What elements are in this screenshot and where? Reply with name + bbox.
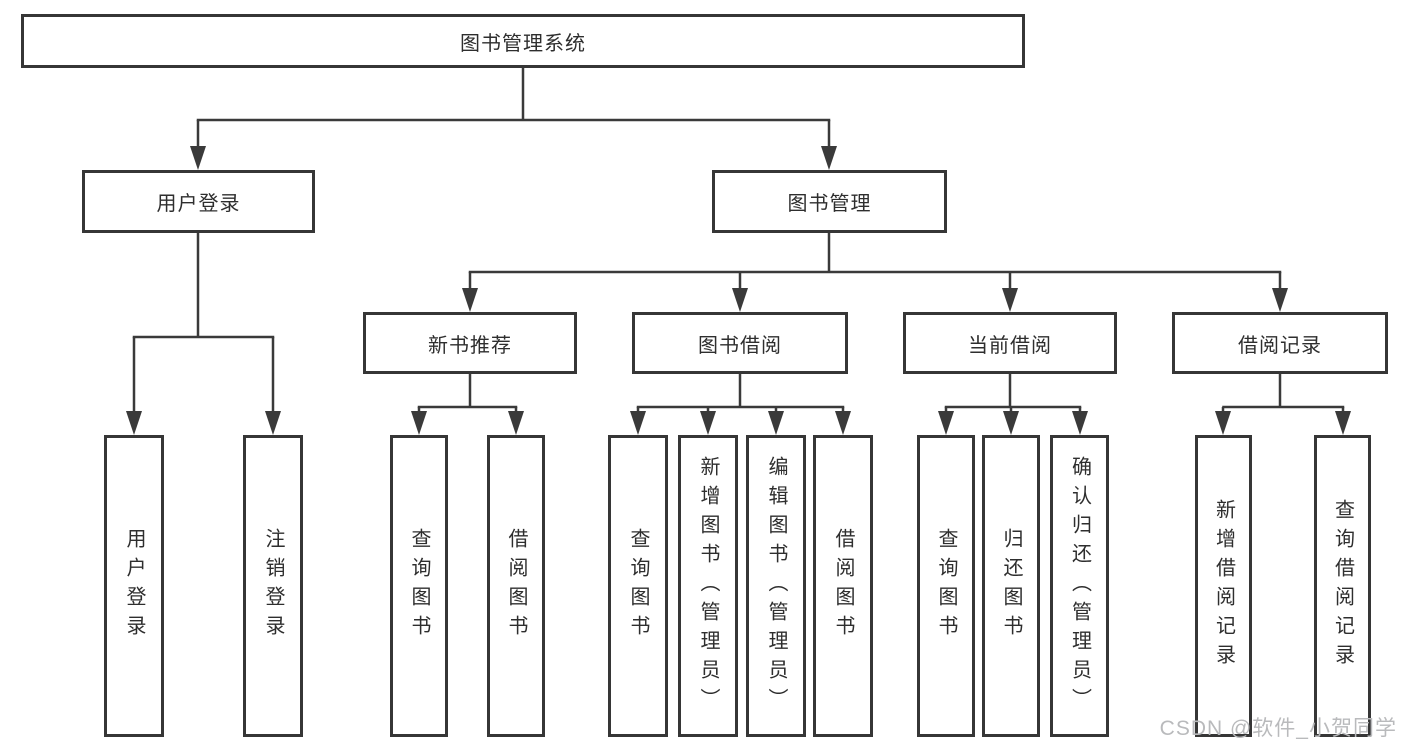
leaf-query-books-borrowing: 查询图书 [608,435,668,737]
node-new-book-recommend: 新书推荐 [363,312,577,374]
leaf-confirm-return-admin: 确认归还（管理员） [1050,435,1109,737]
leaf-label: 新增借阅记录 [1212,499,1235,673]
leaf-label: 查询图书 [627,528,649,644]
leaf-return-books: 归还图书 [982,435,1040,737]
node-borrowing-records: 借阅记录 [1172,312,1388,374]
node-label: 当前借阅 [968,334,1052,357]
leaf-logout: 注销登录 [243,435,303,737]
leaf-label: 用户登录 [123,528,145,644]
leaf-label: 查询借阅记录 [1331,499,1354,673]
leaf-label: 编辑图书（管理员） [765,455,787,717]
leaf-borrow-books-recommend: 借阅图书 [487,435,545,737]
leaf-query-borrow-record: 查询借阅记录 [1314,435,1371,737]
leaf-label: 借阅图书 [505,528,527,644]
leaf-label: 确认归还（管理员） [1068,455,1091,717]
leaf-label: 归还图书 [1000,528,1022,644]
leaf-add-book-admin: 新增图书（管理员） [678,435,738,737]
node-book-borrowing: 图书借阅 [632,312,848,374]
leaf-query-books-current: 查询图书 [917,435,975,737]
node-label: 图书管理系统 [460,32,586,55]
node-label: 用户登录 [156,193,241,215]
node-label: 图书管理 [787,193,872,215]
leaf-label: 注销登录 [262,528,284,644]
leaf-edit-book-admin: 编辑图书（管理员） [746,435,806,737]
leaf-label: 借阅图书 [832,528,854,644]
leaf-label: 查询图书 [935,528,957,644]
node-label: 图书借阅 [698,334,782,357]
leaf-query-books-recommend: 查询图书 [390,435,448,737]
leaf-borrow-books-borrowing: 借阅图书 [813,435,873,737]
node-label: 借阅记录 [1238,334,1322,357]
leaf-add-borrow-record: 新增借阅记录 [1195,435,1252,737]
leaf-user-login: 用户登录 [104,435,164,737]
node-user-login: 用户登录 [82,170,315,233]
node-library-system: 图书管理系统 [21,14,1025,68]
leaf-label: 查询图书 [408,528,430,644]
node-book-management: 图书管理 [712,170,947,233]
leaf-label: 新增图书（管理员） [697,455,719,717]
node-current-borrowing: 当前借阅 [903,312,1117,374]
node-label: 新书推荐 [428,334,512,357]
